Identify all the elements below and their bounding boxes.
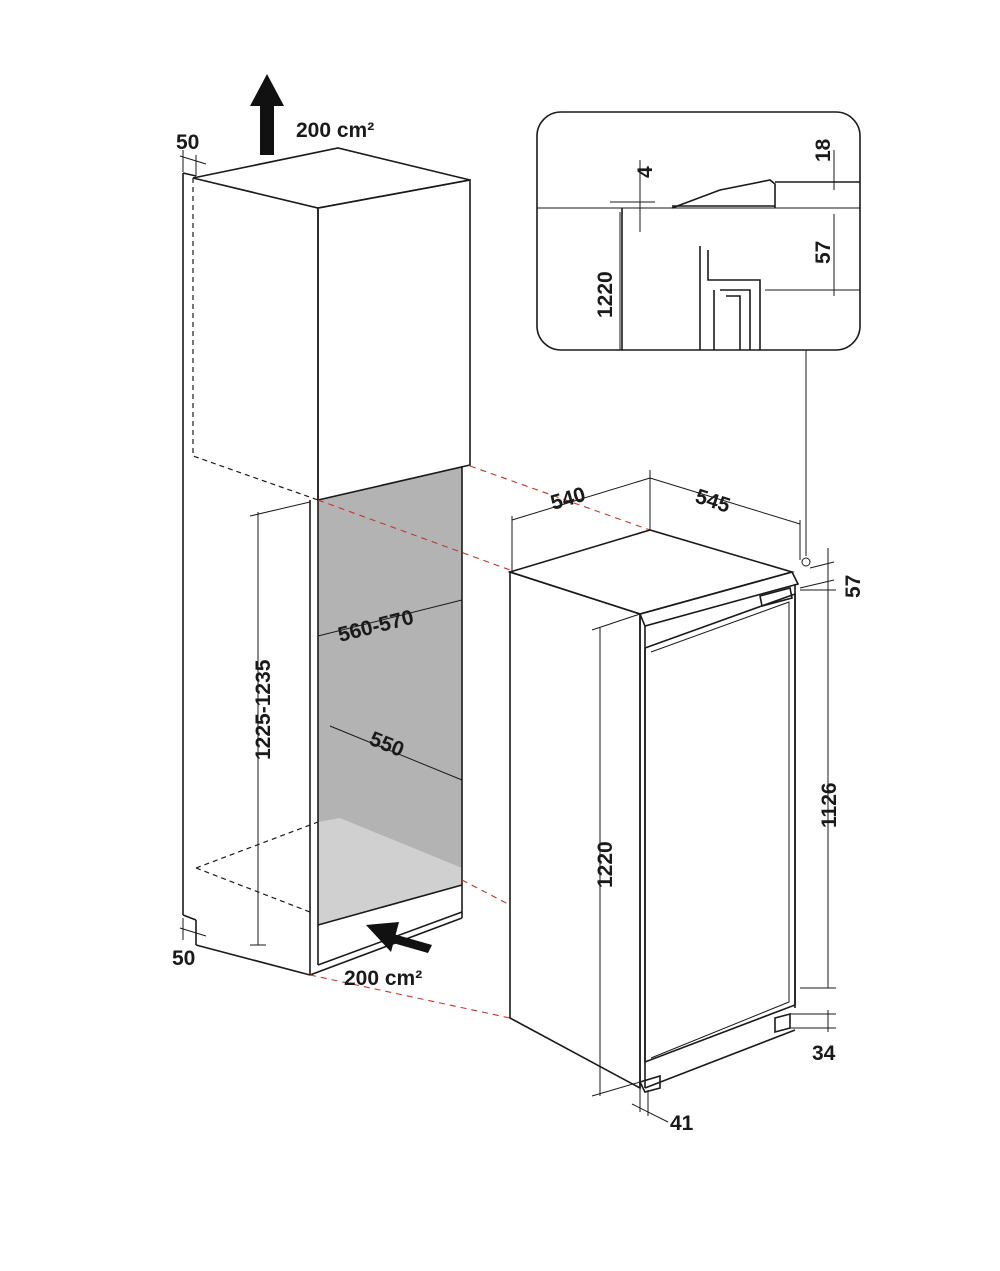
ventilation-bottom-arrow-icon: [366, 922, 432, 953]
label-vent-bottom: 200 cm²: [344, 967, 422, 990]
label-detail-57: 57: [812, 241, 835, 264]
label-top-offset: 57: [842, 575, 865, 598]
label-detail-4: 4: [634, 166, 657, 178]
niche-back-wall: [318, 466, 462, 925]
cabinet-dimensions: [179, 150, 463, 946]
appliance: [507, 529, 811, 1093]
label-front-offset: 41: [670, 1112, 694, 1135]
appliance-top: [507, 529, 795, 615]
label-gap-bottom: 50: [172, 947, 195, 970]
label-appliance-height: 1220: [594, 841, 617, 888]
ventilation-guides: [309, 465, 651, 1019]
label-door-height: 1126: [818, 782, 841, 828]
niche-floor: [318, 818, 462, 925]
appliance-side: [509, 570, 641, 1090]
upper-cabinet-front: [317, 179, 471, 502]
ventilation-top-arrow-icon: [250, 74, 284, 155]
upper-cabinet-top: [192, 147, 471, 209]
label-niche-height: 1225-1235: [252, 659, 275, 760]
appliance-door: [644, 592, 796, 1064]
label-detail-18: 18: [812, 138, 835, 162]
detail-frame: [536, 111, 861, 351]
label-gap-top: 50: [176, 131, 199, 154]
label-bottom-gap: 34: [812, 1042, 836, 1065]
label-appliance-width: 540: [548, 483, 588, 515]
detail-inset: [536, 111, 861, 351]
cabinet: [182, 147, 471, 976]
appliance-dimensions: [511, 470, 836, 1123]
label-vent-top: 200 cm²: [296, 119, 374, 142]
label-detail-1220: 1220: [594, 271, 617, 318]
label-appliance-depth: 545: [692, 485, 733, 518]
